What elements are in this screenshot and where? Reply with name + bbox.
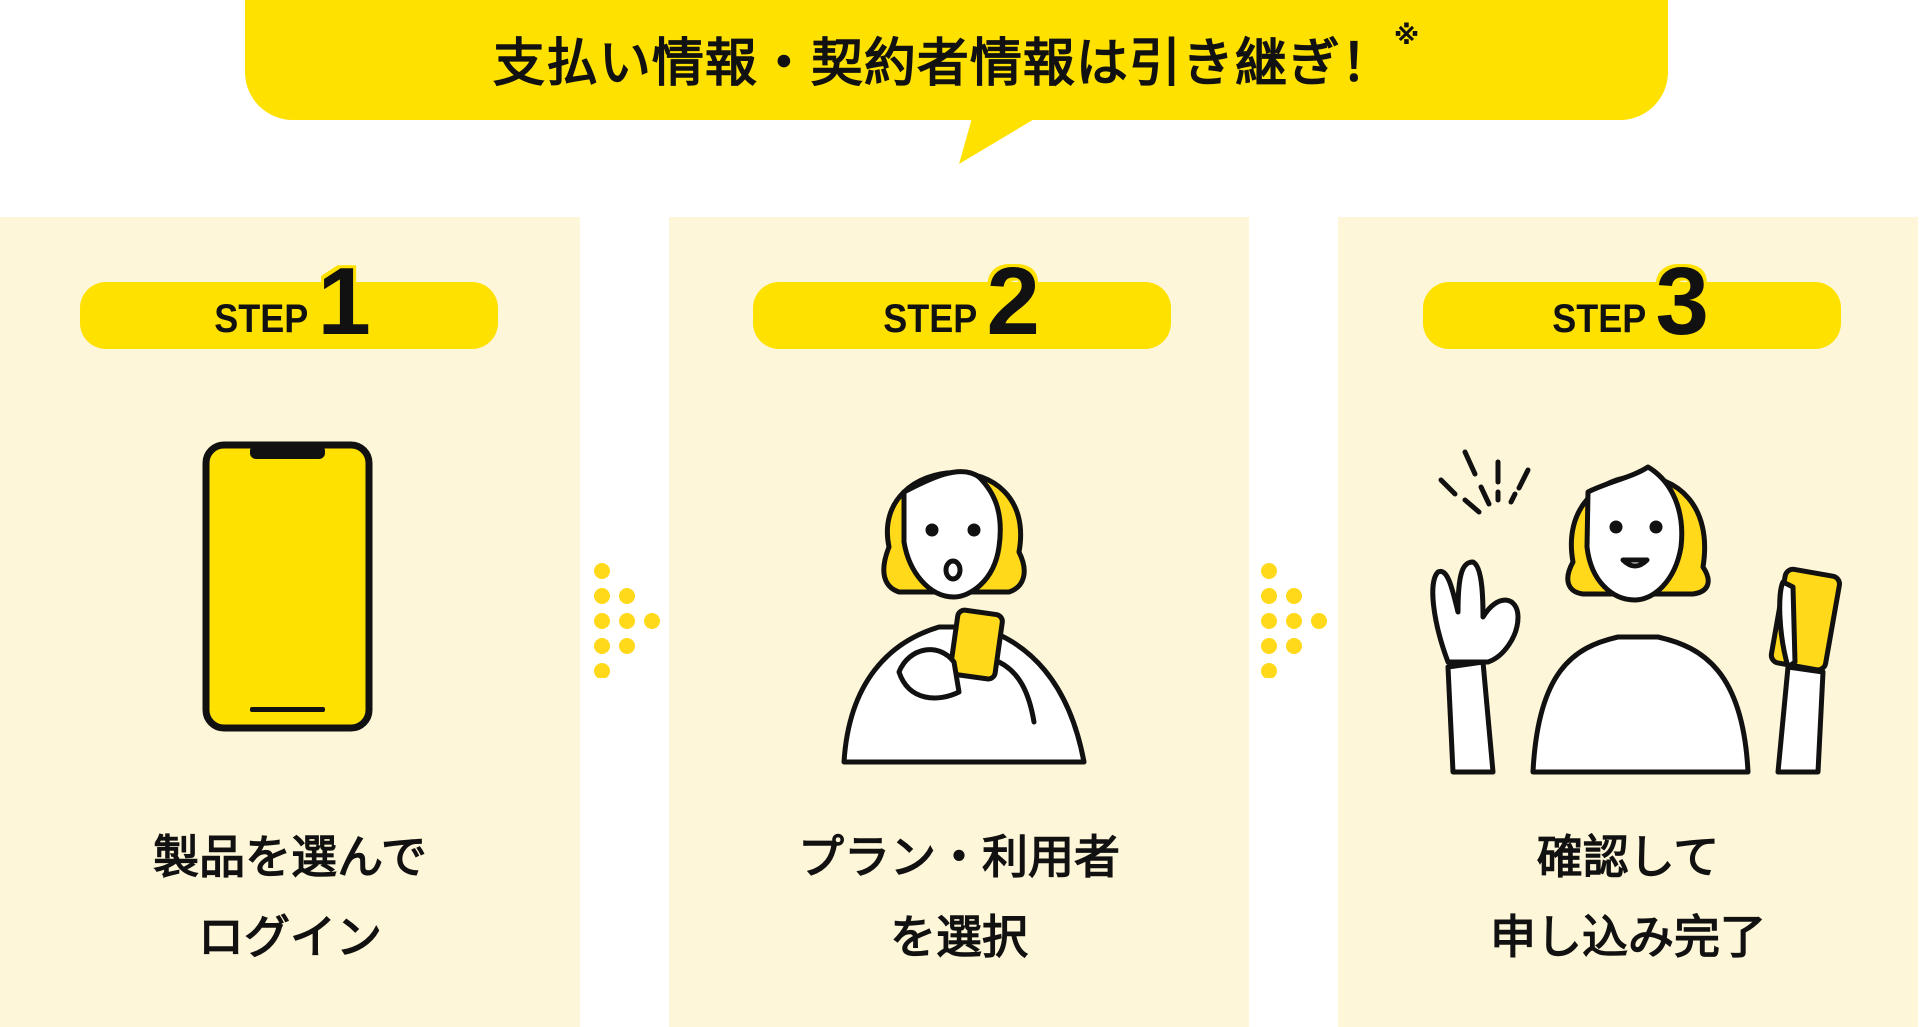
step-1-label: STEP 1 (0, 254, 580, 350)
step-badge (1423, 282, 1841, 349)
next-arrow-dots-icon (594, 563, 660, 678)
banner-speech-bubble: 支払い情報・契約者情報は引き継ぎ！※ (245, 0, 1668, 120)
caption-line-1: 製品を選んで (153, 830, 427, 884)
banner-text: 支払い情報・契約者情報は引き継ぎ！※ (493, 21, 1420, 96)
step-word: STEP (214, 297, 309, 341)
step-3-panel: STEP 3 確認して 申し込み完了 (1338, 217, 1918, 1027)
step-1-caption: 製品を選んで ログイン (0, 817, 580, 977)
banner-main-text: 支払い情報・契約者情報は引き継ぎ！ (492, 33, 1394, 94)
woman-ok-sign-illustration (1430, 449, 1842, 775)
step-number: 3 (1655, 248, 1709, 356)
step-2-panel: STEP 2 プラン・利用者 を選択 (669, 217, 1249, 1027)
step-word: STEP (1552, 297, 1647, 341)
caption-line-2: ログイン (198, 910, 382, 964)
step-badge (753, 282, 1171, 349)
step-2-label: STEP 2 (669, 254, 1249, 350)
caption-line-1: 確認して (1536, 830, 1720, 884)
step-number: 2 (986, 248, 1040, 356)
bubble-tail (959, 118, 1036, 164)
caption-line-1: プラン・利用者 (798, 830, 1120, 884)
step-3-caption: 確認して 申し込み完了 (1338, 817, 1918, 977)
caption-line-2: 申し込み完了 (1490, 910, 1766, 964)
step-badge (80, 282, 498, 349)
step-3-label: STEP 3 (1338, 254, 1918, 350)
woman-using-phone-illustration (841, 469, 1087, 765)
smartphone-icon (202, 441, 373, 732)
banner-note-mark: ※ (1393, 20, 1421, 51)
step-word: STEP (883, 297, 978, 341)
step-1-panel: STEP 1 製品を選んで ログイン (0, 217, 580, 1027)
step-number: 1 (317, 248, 371, 356)
next-arrow-dots-icon (1261, 563, 1327, 678)
caption-line-2: を選択 (890, 910, 1028, 964)
step-2-caption: プラン・利用者 を選択 (669, 817, 1249, 977)
